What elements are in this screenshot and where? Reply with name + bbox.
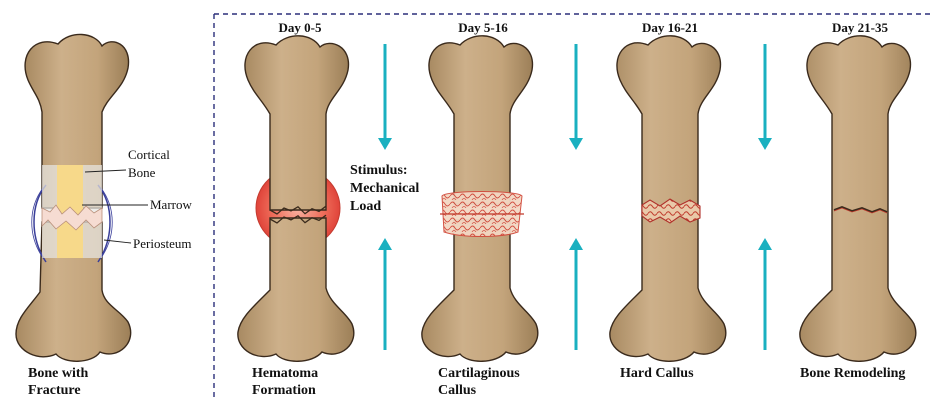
stage-1-title: Day 0-5 — [279, 20, 322, 35]
marrow-label: Marrow — [150, 197, 192, 212]
load-arrowhead-up-1 — [378, 238, 392, 250]
load-arrowhead-down-2 — [569, 138, 583, 150]
stage-2-lower-bone — [422, 220, 538, 361]
stage-4-bone — [800, 36, 916, 361]
load-arrowhead-down-3 — [758, 138, 772, 150]
stage-3-caption-line1: Hard Callus — [620, 366, 694, 381]
stage-3-hard-callus-bone — [610, 36, 726, 361]
bone-with-fracture-caption-line2: Fracture — [28, 383, 81, 398]
stage-1-upper-bone — [245, 36, 349, 210]
stage-3-title: Day 16-21 — [642, 20, 698, 35]
bone-with-fracture-caption-line1: Bone with — [28, 366, 89, 381]
stage-2-title: Day 5-16 — [458, 20, 508, 35]
cortical-bone-label-line2: Bone — [128, 165, 156, 180]
stage-1-caption-line1: Hematoma — [252, 366, 318, 381]
stage-1-hematoma-bone — [238, 36, 354, 361]
stage-4-title: Day 21-35 — [832, 20, 888, 35]
stage-1-lower-bone — [238, 218, 354, 361]
fractured-bone-illustration — [16, 34, 148, 361]
stage-2-cartilage-bone — [422, 36, 538, 361]
stage-1-caption-line2: Formation — [252, 383, 316, 398]
stimulus-label-line3: Load — [350, 199, 381, 214]
load-arrowhead-down-1 — [378, 138, 392, 150]
stimulus-label-line1: Stimulus: — [350, 163, 408, 178]
stage-2-caption-line1: Cartilaginous — [438, 366, 520, 381]
stimulus-label-line2: Mechanical — [350, 181, 419, 196]
stage-3-bone — [610, 36, 726, 361]
load-arrowhead-up-2 — [569, 238, 583, 250]
load-arrowhead-up-3 — [758, 238, 772, 250]
stage-4-caption-line1: Bone Remodeling — [800, 366, 905, 381]
stage-4-remodeled-bone — [800, 36, 916, 361]
hard-callus — [642, 199, 700, 223]
stage-2-upper-bone — [429, 36, 533, 204]
periosteum-label: Periosteum — [133, 236, 192, 251]
cortical-bone-label-line1: Cortical — [128, 147, 170, 162]
stage-2-caption-line2: Callus — [438, 383, 477, 398]
